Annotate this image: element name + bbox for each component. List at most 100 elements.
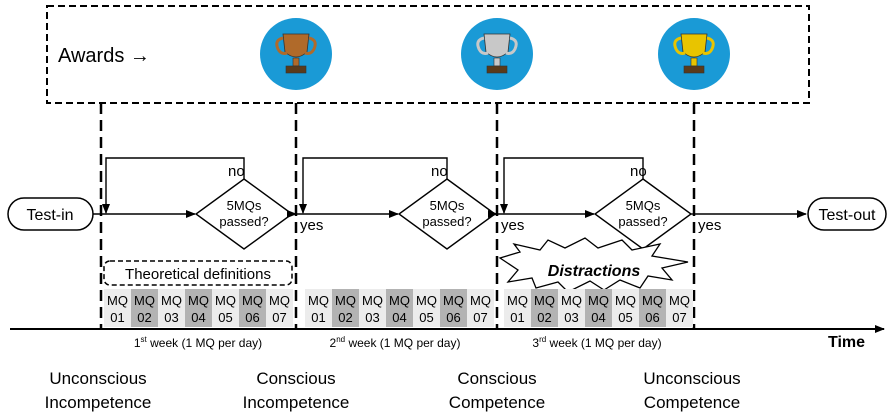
svg-text:MQ: MQ [215,293,236,308]
svg-text:02: 02 [137,310,151,325]
svg-text:Unconscious: Unconscious [49,369,146,388]
decision-text-2: passed? [618,214,667,229]
svg-text:MQ: MQ [470,293,491,308]
svg-text:MQ: MQ [188,293,209,308]
svg-text:04: 04 [591,310,605,325]
mq-cell: MQ 07 [266,289,293,327]
svg-text:07: 07 [272,310,286,325]
week-label-1: 1st week (1 MQ per day) [134,335,262,350]
svg-text:Competence: Competence [644,393,740,412]
svg-text:MQ: MQ [362,293,383,308]
yes-label: yes [501,217,524,234]
week-label-2: 2nd week (1 MQ per day) [330,335,461,350]
mq-cell: MQ 01 [305,289,332,327]
mq-cell: MQ 05 [612,289,639,327]
svg-text:04: 04 [191,310,205,325]
svg-text:MQ: MQ [443,293,464,308]
yes-label: yes [300,217,323,234]
svg-text:Conscious: Conscious [256,369,335,388]
svg-text:07: 07 [672,310,686,325]
svg-text:MQ: MQ [561,293,582,308]
mq-cell: MQ 05 [212,289,239,327]
svg-text:02: 02 [338,310,352,325]
no-loop-arrow [299,157,448,214]
no-label: no [228,163,245,180]
svg-text:MQ: MQ [588,293,609,308]
mq-cell: MQ 05 [413,289,440,327]
theoretical-definitions-label: Theoretical definitions [125,266,271,283]
svg-text:MQ: MQ [107,293,128,308]
no-loop-arrow [102,157,245,214]
svg-text:01: 01 [110,310,124,325]
svg-text:Unconscious: Unconscious [643,369,740,388]
svg-text:MQ: MQ [389,293,410,308]
mq-cell: MQ 03 [558,289,585,327]
svg-text:Incompetence: Incompetence [45,393,152,412]
svg-text:MQ: MQ [507,293,528,308]
no-label: no [431,163,448,180]
svg-text:Incompetence: Incompetence [243,393,350,412]
yes-label: yes [698,217,721,234]
no-label: no [630,163,647,180]
awards-label: Awards → [58,45,150,67]
mq-cell: MQ 04 [386,289,413,327]
distractions-label: Distractions [548,263,641,280]
mq-cell: MQ 03 [359,289,386,327]
svg-text:02: 02 [537,310,551,325]
decision-diamond [194,178,294,250]
decision-text-2: passed? [422,214,471,229]
time-label: Time [828,334,865,351]
test-out-terminal [807,197,887,231]
mq-cell: MQ 02 [332,289,359,327]
svg-text:06: 06 [645,310,659,325]
svg-text:Conscious: Conscious [457,369,536,388]
svg-text:05: 05 [618,310,632,325]
svg-text:MQ: MQ [269,293,290,308]
mq-cell: MQ 07 [666,289,693,327]
gold-trophy-icon [658,18,730,90]
svg-text:05: 05 [419,310,433,325]
svg-text:MQ: MQ [308,293,329,308]
no-loop-arrow [500,157,644,214]
svg-text:MQ: MQ [335,293,356,308]
svg-text:06: 06 [245,310,259,325]
svg-text:03: 03 [365,310,379,325]
svg-text:MQ: MQ [416,293,437,308]
svg-text:Competence: Competence [449,393,545,412]
svg-text:01: 01 [510,310,524,325]
svg-text:MQ: MQ [615,293,636,308]
decision-text-1: 5MQs [227,198,262,213]
svg-text:05: 05 [218,310,232,325]
svg-text:03: 03 [164,310,178,325]
svg-text:03: 03 [564,310,578,325]
svg-text:04: 04 [392,310,406,325]
svg-text:MQ: MQ [534,293,555,308]
mq-cell: MQ 01 [504,289,531,327]
mq-cell: MQ 04 [585,289,612,327]
svg-text:MQ: MQ [134,293,155,308]
decision-text-1: 5MQs [626,198,661,213]
test-out-label: Test-out [819,207,876,224]
test-in-label: Test-in [26,207,73,224]
decision-diamond [397,178,497,250]
svg-text:MQ: MQ [669,293,690,308]
svg-text:06: 06 [446,310,460,325]
mq-cell: MQ 01 [104,289,131,327]
bronze-trophy-icon [260,18,332,90]
svg-text:MQ: MQ [242,293,263,308]
mq-cell: MQ 06 [440,289,467,327]
decision-text-1: 5MQs [430,198,465,213]
silver-trophy-icon [461,18,533,90]
svg-text:01: 01 [311,310,325,325]
